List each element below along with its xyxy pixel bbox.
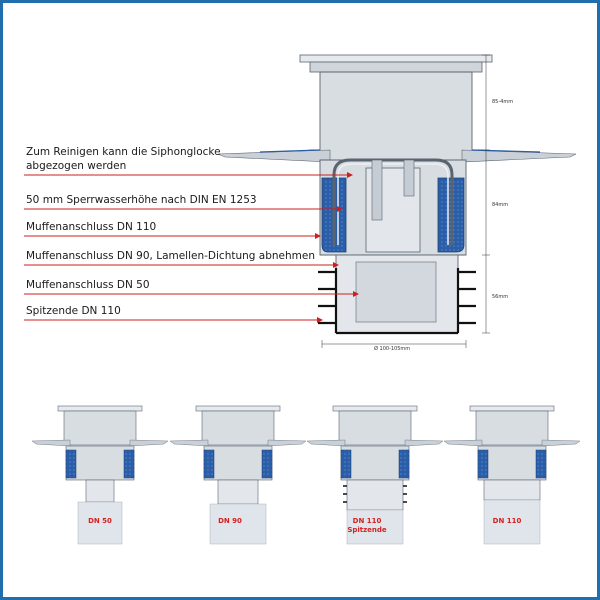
- variant-dn90: [169, 405, 307, 545]
- siphon-bell: [332, 158, 454, 245]
- caption-dn110-b: DN 110: [492, 517, 522, 525]
- variant-dn110-spitzende: [306, 405, 444, 545]
- dim-bottom: 56mm: [492, 294, 509, 300]
- caption-dn50: DN 50: [88, 517, 112, 525]
- variant-dn50: [31, 405, 169, 545]
- caption-dn110-a: DN 110: [352, 517, 382, 525]
- variant-dn110: [443, 405, 581, 545]
- dim-top: 85-4mm: [492, 99, 514, 105]
- floor-wing-right: [461, 149, 577, 163]
- dim-width: Ø 100-105mm: [374, 346, 411, 352]
- caption-dn90: DN 90: [218, 517, 242, 525]
- label-water-seal: 50 mm Sperrwasserhöhe nach DIN EN 1253: [26, 194, 257, 206]
- label-cleaning-line2: abgezogen werden: [26, 160, 127, 172]
- lamella-seals: [318, 268, 476, 335]
- label-socket-dn110: Muffenanschluss DN 110: [26, 221, 157, 233]
- label-socket-dn90: Muffenanschluss DN 90, Lamellen-Dichtung…: [26, 250, 315, 262]
- label-socket-dn50: Muffenanschluss DN 50: [26, 279, 150, 291]
- top-grate: [299, 54, 493, 63]
- label-spigot-dn110: Spitzende DN 110: [26, 305, 121, 317]
- housing-body: [309, 71, 483, 161]
- dimension-lines: [321, 54, 490, 348]
- grate-frame: [309, 61, 483, 73]
- main-drain-drawing: [24, 54, 577, 348]
- label-arrows: [24, 172, 359, 323]
- caption-spitzende: Spitzende: [347, 526, 387, 534]
- dim-middle: 84mm: [492, 202, 509, 208]
- label-cleaning-line1: Zum Reinigen kann die Siphonglocke: [26, 146, 221, 158]
